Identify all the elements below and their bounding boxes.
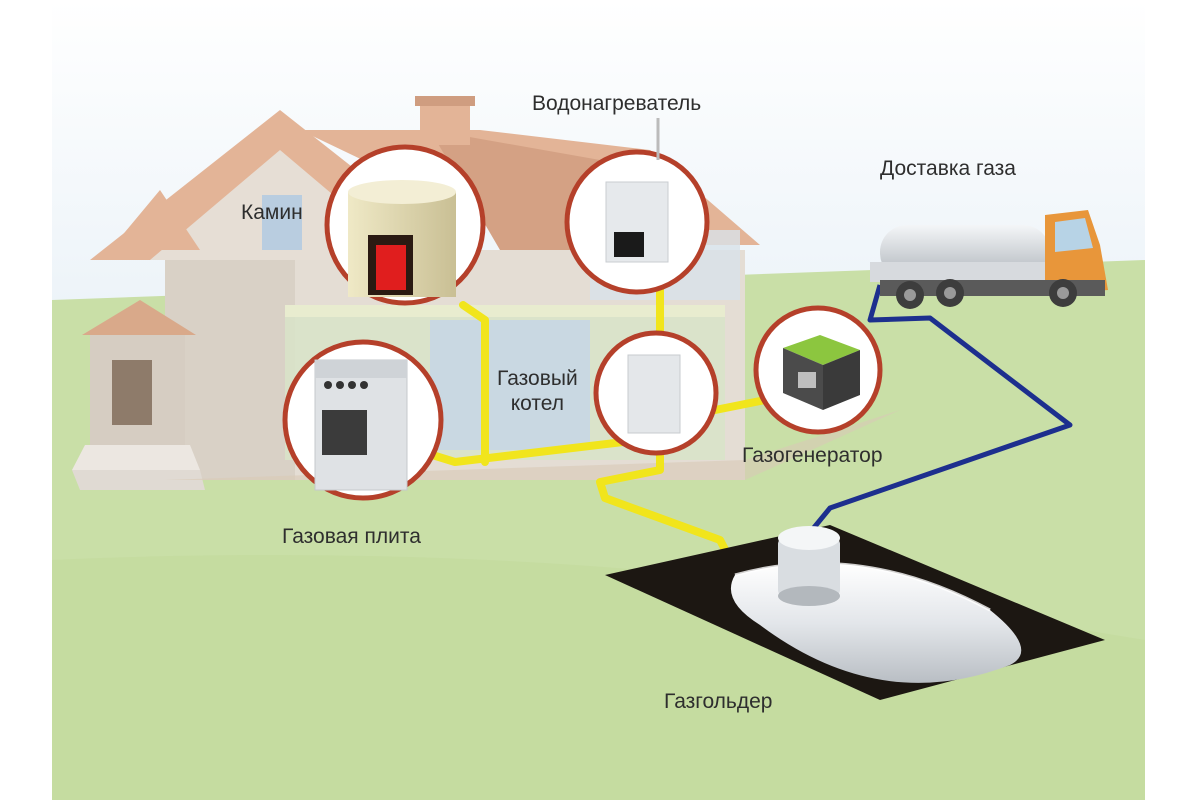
label-gas-boiler-line2: котел [510,392,564,416]
label-gas-delivery: Доставка газа [880,157,1016,180]
label-gas-boiler: Газовый котел [497,366,578,416]
gas-boiler-icon [593,330,719,456]
gas-generator-icon [753,305,883,435]
label-generator: Газогенератор [742,444,883,467]
label-water-heater: Водонагреватель [532,92,702,115]
label-gas-boiler-line1: Газовый [497,367,578,390]
fireplace-icon [324,144,486,306]
gasholder-tank-icon [605,525,1105,700]
gas-truck-icon [870,210,1108,309]
delivery-pipe [810,284,1073,532]
label-gas-stove: Газовая плита [282,525,421,548]
water-heater-icon [564,149,710,295]
label-gasholder: Газгольдер [664,690,773,713]
label-fireplace: Камин [241,201,303,224]
gas-stove-icon [282,339,444,501]
